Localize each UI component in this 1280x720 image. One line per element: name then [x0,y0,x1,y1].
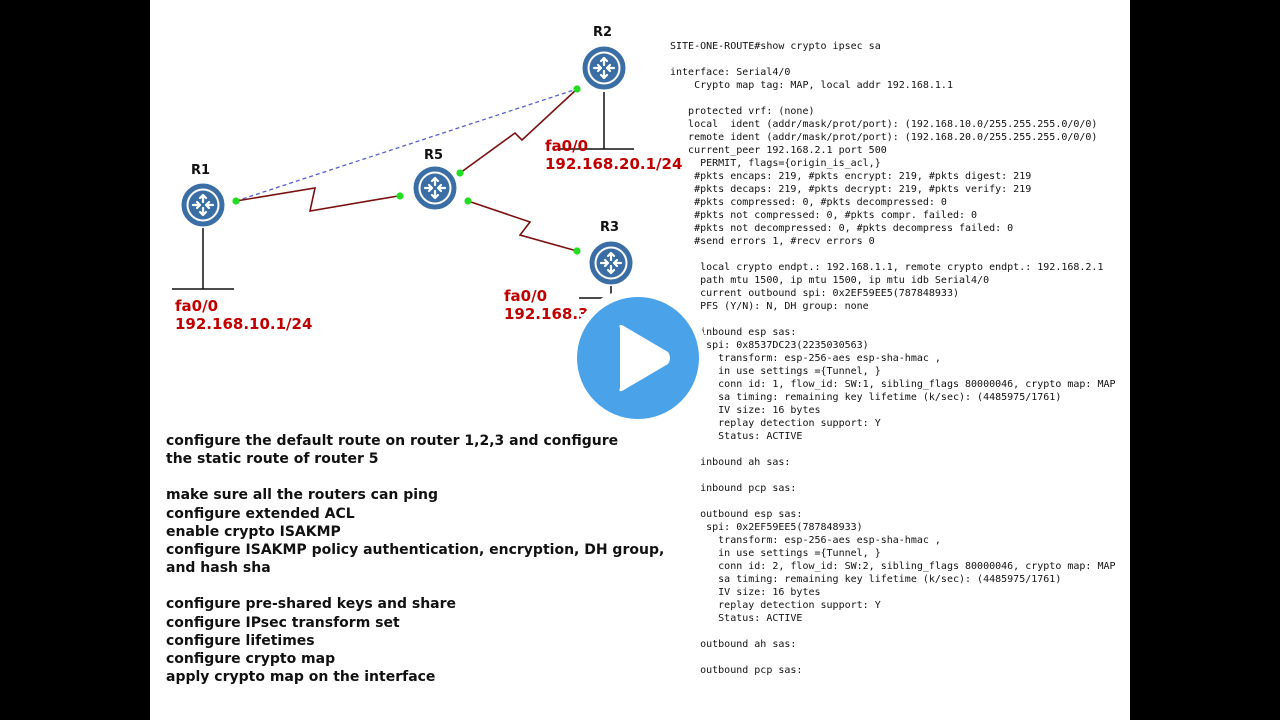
serial-link-r5-r2 [459,88,578,174]
console-output: SITE-ONE-ROUTE#show crypto ipsec sa inte… [670,40,1125,677]
console-line: #pkts encaps: 219, #pkts encrypt: 219, #… [670,171,1032,182]
slide: R1 R2 R5 R3 fa0/0 192.168.10.1/24 fa0/0 … [150,0,1130,720]
console-line: local crypto endpt.: 192.168.1.1, remote… [670,262,1104,273]
task-line: the static route of router 5 [166,451,379,468]
task-line: configure crypto map [166,651,336,668]
console-line: outbound ah sas: [670,639,797,650]
router-label-r5: R5 [424,148,444,163]
console-line: inbound esp sas: [670,327,797,338]
task-line: configure lifetimes [166,632,315,649]
console-line: IV size: 16 bytes [670,405,821,416]
console-line: PFS (Y/N): N, DH group: none [670,301,869,312]
console-line: transform: esp-256-aes esp-sha-hmac , [670,353,941,364]
serial-link-r5-r3 [467,200,578,252]
task-line: configure pre-shared keys and share [166,596,457,613]
iface-label-r1: fa0/0 192.168.10.1/24 [175,297,312,333]
vpn-tunnel-link [235,88,578,202]
port-dot-r5-r1 [396,192,404,200]
console-line [670,313,1125,326]
iface-ip-r2: 192.168.20.1/24 [545,155,683,173]
router-icon-r3[interactable] [588,240,634,286]
router-icon-r1[interactable] [180,182,226,228]
iface-name-r3: fa0/0 [504,287,548,305]
console-line: inbound pcp sas: [670,483,797,494]
task-line: configure the default route on router 1,… [166,433,619,449]
network-diagram [172,0,644,299]
console-line [670,53,1125,66]
console-line: Status: ACTIVE [670,431,803,442]
task-line: configure extended ACL [166,505,355,522]
serial-link-r1-r5 [235,187,399,212]
console-line: conn id: 1, flow_id: SW:1, sibling_flags… [670,379,1116,390]
console-line: spi: 0x8537DC23(2235030563) [670,340,869,351]
console-line: spi: 0x2EF59EE5(787848933) [670,522,863,533]
console-line: #pkts decaps: 219, #pkts decrypt: 219, #… [670,184,1032,195]
console-line: sa timing: remaining key lifetime (k/sec… [670,392,1062,403]
lan-r1 [172,228,234,290]
console-line: path mtu 1500, ip mtu 1500, ip mtu idb S… [670,275,990,286]
console-line: sa timing: remaining key lifetime (k/sec… [670,574,1062,585]
console-line [670,625,1125,638]
console-line: outbound pcp sas: [670,665,803,676]
task-list: configure the default route on router 1,… [166,432,664,686]
console-line: #pkts not decompressed: 0, #pkts decompr… [670,223,1014,234]
task-line: and hash sha [166,560,271,577]
console-line [670,469,1125,482]
console-line: current outbound spi: 0x2EF59EE5(7878489… [670,288,959,299]
port-dot-r2 [573,85,581,93]
router-label-r3: R3 [600,220,620,235]
console-line: in use settings ={Tunnel, } [670,548,881,559]
port-dot-r1 [232,197,240,205]
iface-name-r2: fa0/0 [545,137,589,155]
console-line: replay detection support: Y [670,418,881,429]
console-line: #pkts not compressed: 0, #pkts compr. fa… [670,210,978,221]
console-line: transform: esp-256-aes esp-sha-hmac , [670,535,941,546]
console-line: local ident (addr/mask/prot/port): (192.… [670,119,1098,130]
task-gap [166,468,664,486]
console-line: IV size: 16 bytes [670,587,821,598]
iface-name-r1: fa0/0 [175,297,219,315]
console-line [670,92,1125,105]
port-dots [232,85,581,255]
console-line [670,651,1125,664]
play-icon [619,324,670,392]
router-icon-r5[interactable] [412,165,458,211]
task-line: configure IPsec transform set [166,614,400,631]
console-line: #send errors 1, #recv errors 0 [670,236,875,247]
port-dot-r5-r2 [456,169,464,177]
task-line: configure ISAKMP policy authentication, … [166,542,665,559]
console-line: current_peer 192.168.2.1 port 500 [670,145,887,156]
console-line: replay detection support: Y [670,600,881,611]
task-line: apply crypto map on the interface [166,669,436,686]
console-line: conn id: 2, flow_id: SW:2, sibling_flags… [670,561,1116,572]
console-line: Status: ACTIVE [670,613,803,624]
router-label-r1: R1 [191,163,211,178]
console-line: PERMIT, flags={origin_is_acl,} [670,158,881,169]
console-line: interface: Serial4/0 [670,67,791,78]
task-line: enable crypto ISAKMP [166,523,341,540]
console-line: outbound esp sas: [670,509,803,520]
console-line [670,443,1125,456]
console-line: in use settings ={Tunnel, } [670,366,881,377]
iface-ip-r1: 192.168.10.1/24 [175,315,313,333]
router-label-r2: R2 [593,25,613,40]
play-button[interactable] [568,288,708,428]
router-icon-r2[interactable] [581,45,627,91]
lan-r2 [559,92,634,150]
iface-label-r2: fa0/0 192.168.20.1/24 [545,137,682,173]
task-gap [166,577,664,595]
console-line: SITE-ONE-ROUTE#show crypto ipsec sa [670,41,881,52]
console-line [670,248,1125,261]
console-line [670,495,1125,508]
port-dot-r5-r3 [464,197,472,205]
console-line: remote ident (addr/mask/prot/port): (192… [670,132,1098,143]
console-line: protected vrf: (none) [670,106,815,117]
console-line: #pkts compressed: 0, #pkts decompressed:… [670,197,947,208]
task-line: make sure all the routers can ping [166,487,439,504]
console-line: inbound ah sas: [670,457,791,468]
console-line: Crypto map tag: MAP, local addr 192.168.… [670,80,953,91]
port-dot-r3 [573,247,581,255]
